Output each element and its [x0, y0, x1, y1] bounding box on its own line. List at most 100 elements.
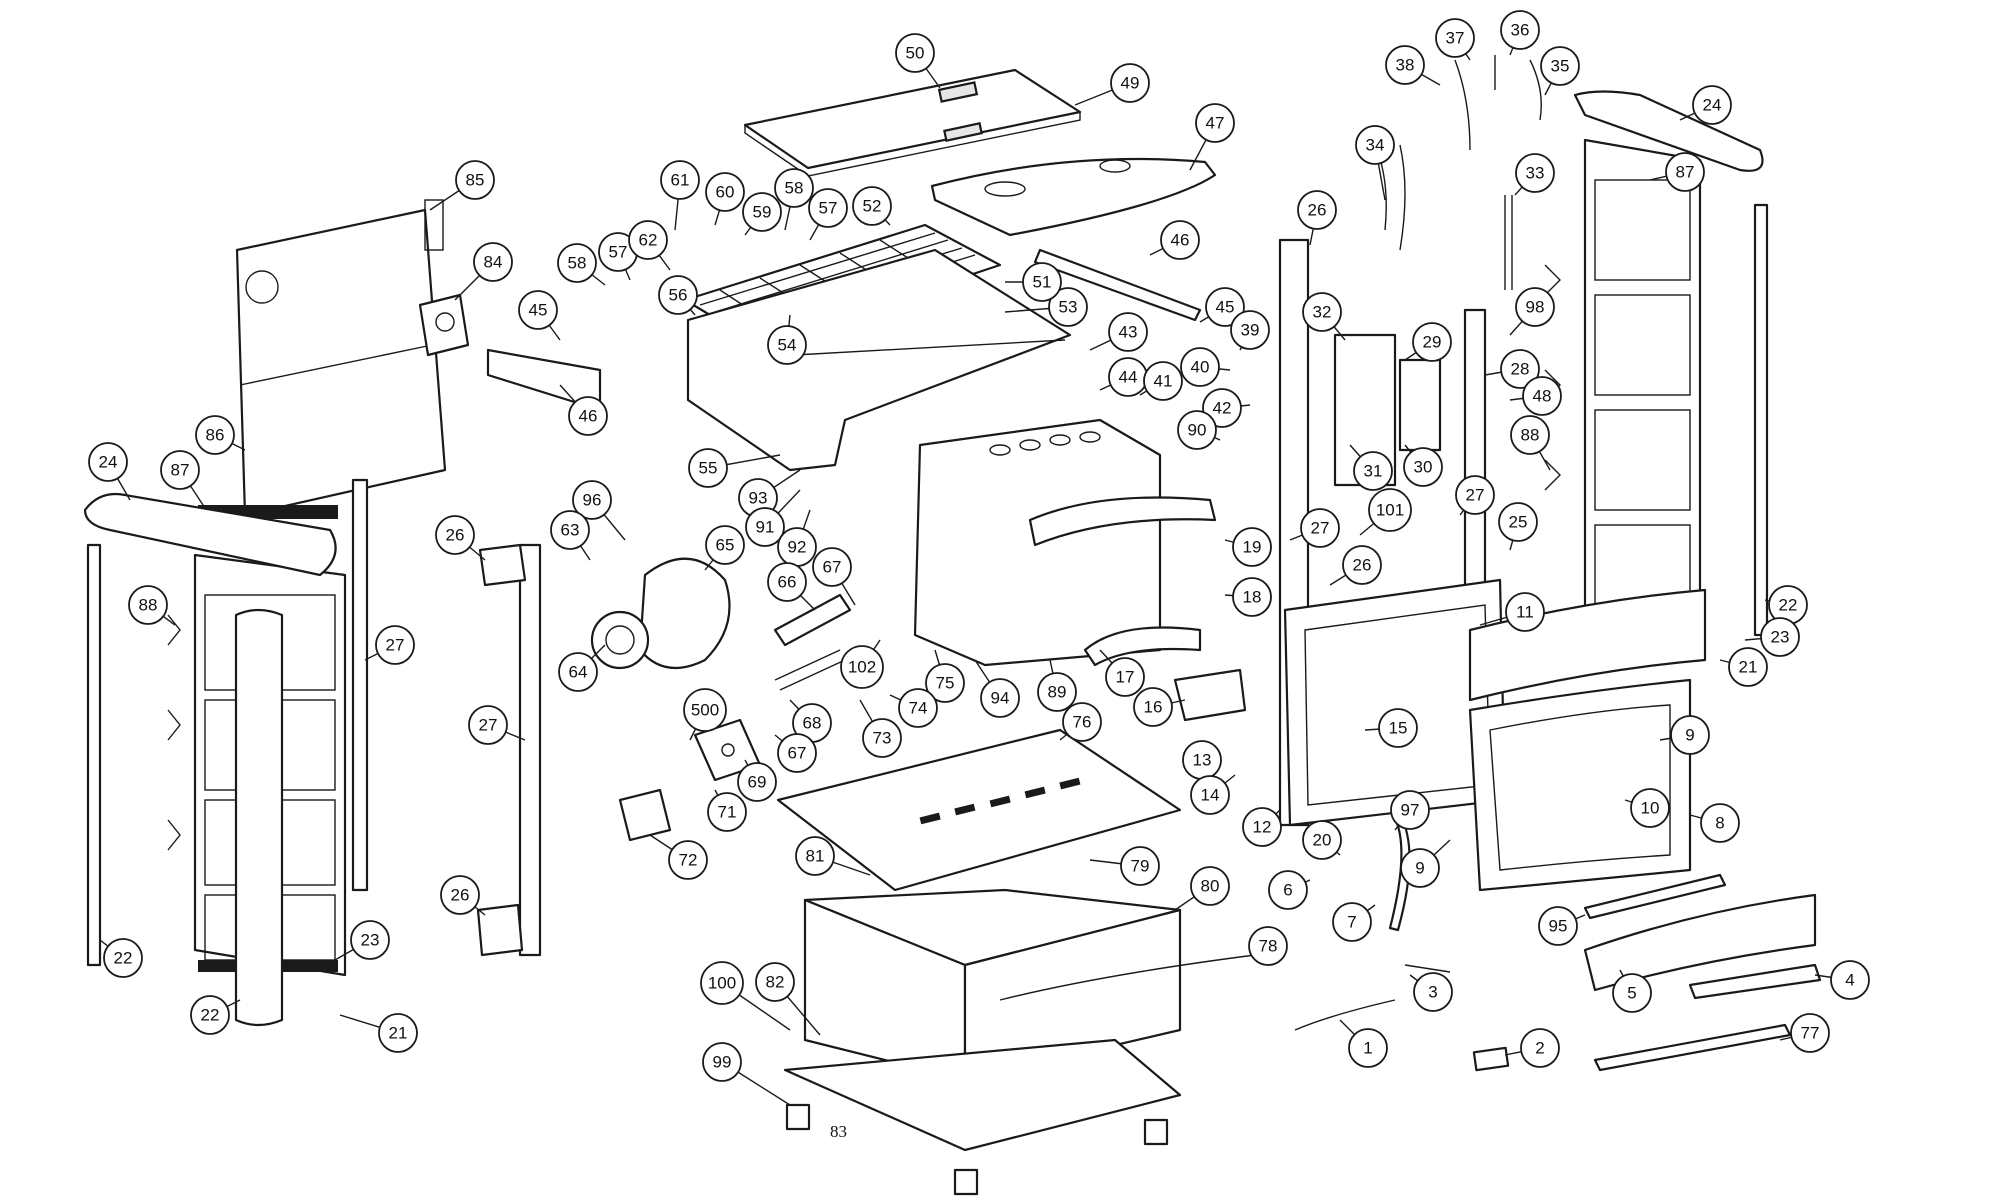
callout-number: 69 — [748, 773, 767, 792]
callout-circle — [777, 733, 817, 773]
callout-number: 100 — [708, 974, 736, 993]
top-curved-panel — [930, 157, 1217, 237]
callout-circle — [774, 168, 814, 208]
callout-circle — [1297, 190, 1337, 230]
callout-101: 101 — [1368, 488, 1412, 532]
callout-circle — [895, 33, 935, 73]
callout-14: 14 — [1190, 775, 1230, 815]
callout-circle — [1403, 447, 1443, 487]
callout-number: 85 — [466, 171, 485, 190]
lower-trim-piece — [1583, 873, 1727, 920]
callout-circle — [808, 188, 848, 228]
callout-circle — [160, 450, 200, 490]
callout-49: 49 — [1110, 63, 1150, 103]
callout-circle — [1190, 775, 1230, 815]
callout-circle — [658, 275, 698, 315]
callout-circle — [1515, 153, 1555, 193]
callout-3: 3 — [1413, 972, 1453, 1012]
callout-number: 56 — [669, 286, 688, 305]
callout-circle — [1522, 376, 1562, 416]
callout-88: 88 — [1510, 415, 1550, 455]
callout-number: 23 — [1771, 628, 1790, 647]
callout-number: 45 — [1216, 298, 1235, 317]
callout-76: 76 — [1062, 702, 1102, 742]
callout-circle — [378, 1013, 418, 1053]
callout-circle — [88, 442, 128, 482]
callout-circle — [1302, 292, 1342, 332]
callout-circle — [1505, 592, 1545, 632]
callout-5: 5 — [1612, 973, 1652, 1013]
callout-90: 90 — [1177, 410, 1217, 450]
callout-59: 59 — [742, 192, 782, 232]
callout-number: 101 — [1376, 501, 1404, 520]
callout-97: 97 — [1390, 790, 1430, 830]
handle-tool — [1294, 964, 1451, 1031]
callout-circle — [668, 840, 708, 880]
callout-number: 57 — [819, 199, 838, 218]
callout-number: 80 — [1201, 877, 1220, 896]
callout-number: 82 — [766, 973, 785, 992]
callout-number: 34 — [1366, 136, 1385, 155]
callout-circle — [1412, 322, 1452, 362]
callout-circle — [898, 688, 938, 728]
callout-circle — [980, 678, 1020, 718]
callout-40: 40 — [1180, 347, 1220, 387]
callout-circle — [1232, 577, 1272, 617]
callout-number: 88 — [1521, 426, 1540, 445]
callout-circle — [550, 510, 590, 550]
callout-circle — [103, 938, 143, 978]
callout-42: 42 — [1202, 388, 1242, 428]
right-top-cap — [1573, 90, 1764, 172]
callout-number: 102 — [848, 658, 876, 677]
callout-81: 81 — [795, 836, 835, 876]
callout-circle — [1500, 349, 1540, 389]
callout-number: 64 — [569, 663, 588, 682]
callout-9: 9 — [1400, 848, 1440, 888]
grille-bracket — [1688, 963, 1822, 1000]
callout-number: 55 — [699, 459, 718, 478]
callout-circle — [1378, 708, 1418, 748]
door-frame — [1283, 578, 1507, 827]
callout-number: 57 — [609, 243, 628, 262]
callout-30: 30 — [1403, 447, 1443, 487]
callout-75: 75 — [925, 663, 965, 703]
callout-number: 58 — [568, 254, 587, 273]
callout-circle — [1302, 820, 1342, 860]
callout-number: 22 — [114, 949, 133, 968]
callout-number: 74 — [909, 699, 928, 718]
callout-circle — [660, 160, 700, 200]
remote-control — [1472, 1046, 1510, 1072]
callout-circle — [468, 705, 508, 745]
callout-1: 1 — [1348, 1028, 1388, 1068]
callout-95: 95 — [1538, 906, 1578, 946]
callout-29: 29 — [1412, 322, 1452, 362]
callout-circle — [1670, 715, 1710, 755]
callout-10: 10 — [1630, 788, 1670, 828]
callout-circle — [1353, 451, 1393, 491]
callout-circle — [1205, 287, 1245, 327]
callout-11: 11 — [1505, 592, 1545, 632]
base-top-panel — [776, 728, 1182, 892]
callout-number: 7 — [1347, 913, 1356, 932]
callout-circle — [1300, 508, 1340, 548]
callout-7: 7 — [1332, 902, 1372, 942]
callout-65: 65 — [705, 525, 745, 565]
callout-number: 78 — [1259, 937, 1278, 956]
callout-number: 30 — [1414, 458, 1433, 477]
callout-number: 14 — [1201, 786, 1220, 805]
callout-number: 33 — [1526, 164, 1545, 183]
callout-circle — [1332, 902, 1372, 942]
callout-circle — [702, 1042, 742, 1082]
callout-24: 24 — [88, 442, 128, 482]
callout-62: 62 — [628, 220, 668, 260]
callout-37: 37 — [1435, 18, 1475, 58]
callout-number: 68 — [803, 714, 822, 733]
callout-41: 41 — [1143, 361, 1183, 401]
callout-number: 84 — [484, 253, 503, 272]
callout-number: 87 — [1676, 163, 1695, 182]
callout-number: 91 — [756, 518, 775, 537]
callout-circle — [1665, 152, 1705, 192]
callout-23: 23 — [350, 920, 390, 960]
callout-circle — [1232, 527, 1272, 567]
callout-46: 46 — [568, 396, 608, 436]
